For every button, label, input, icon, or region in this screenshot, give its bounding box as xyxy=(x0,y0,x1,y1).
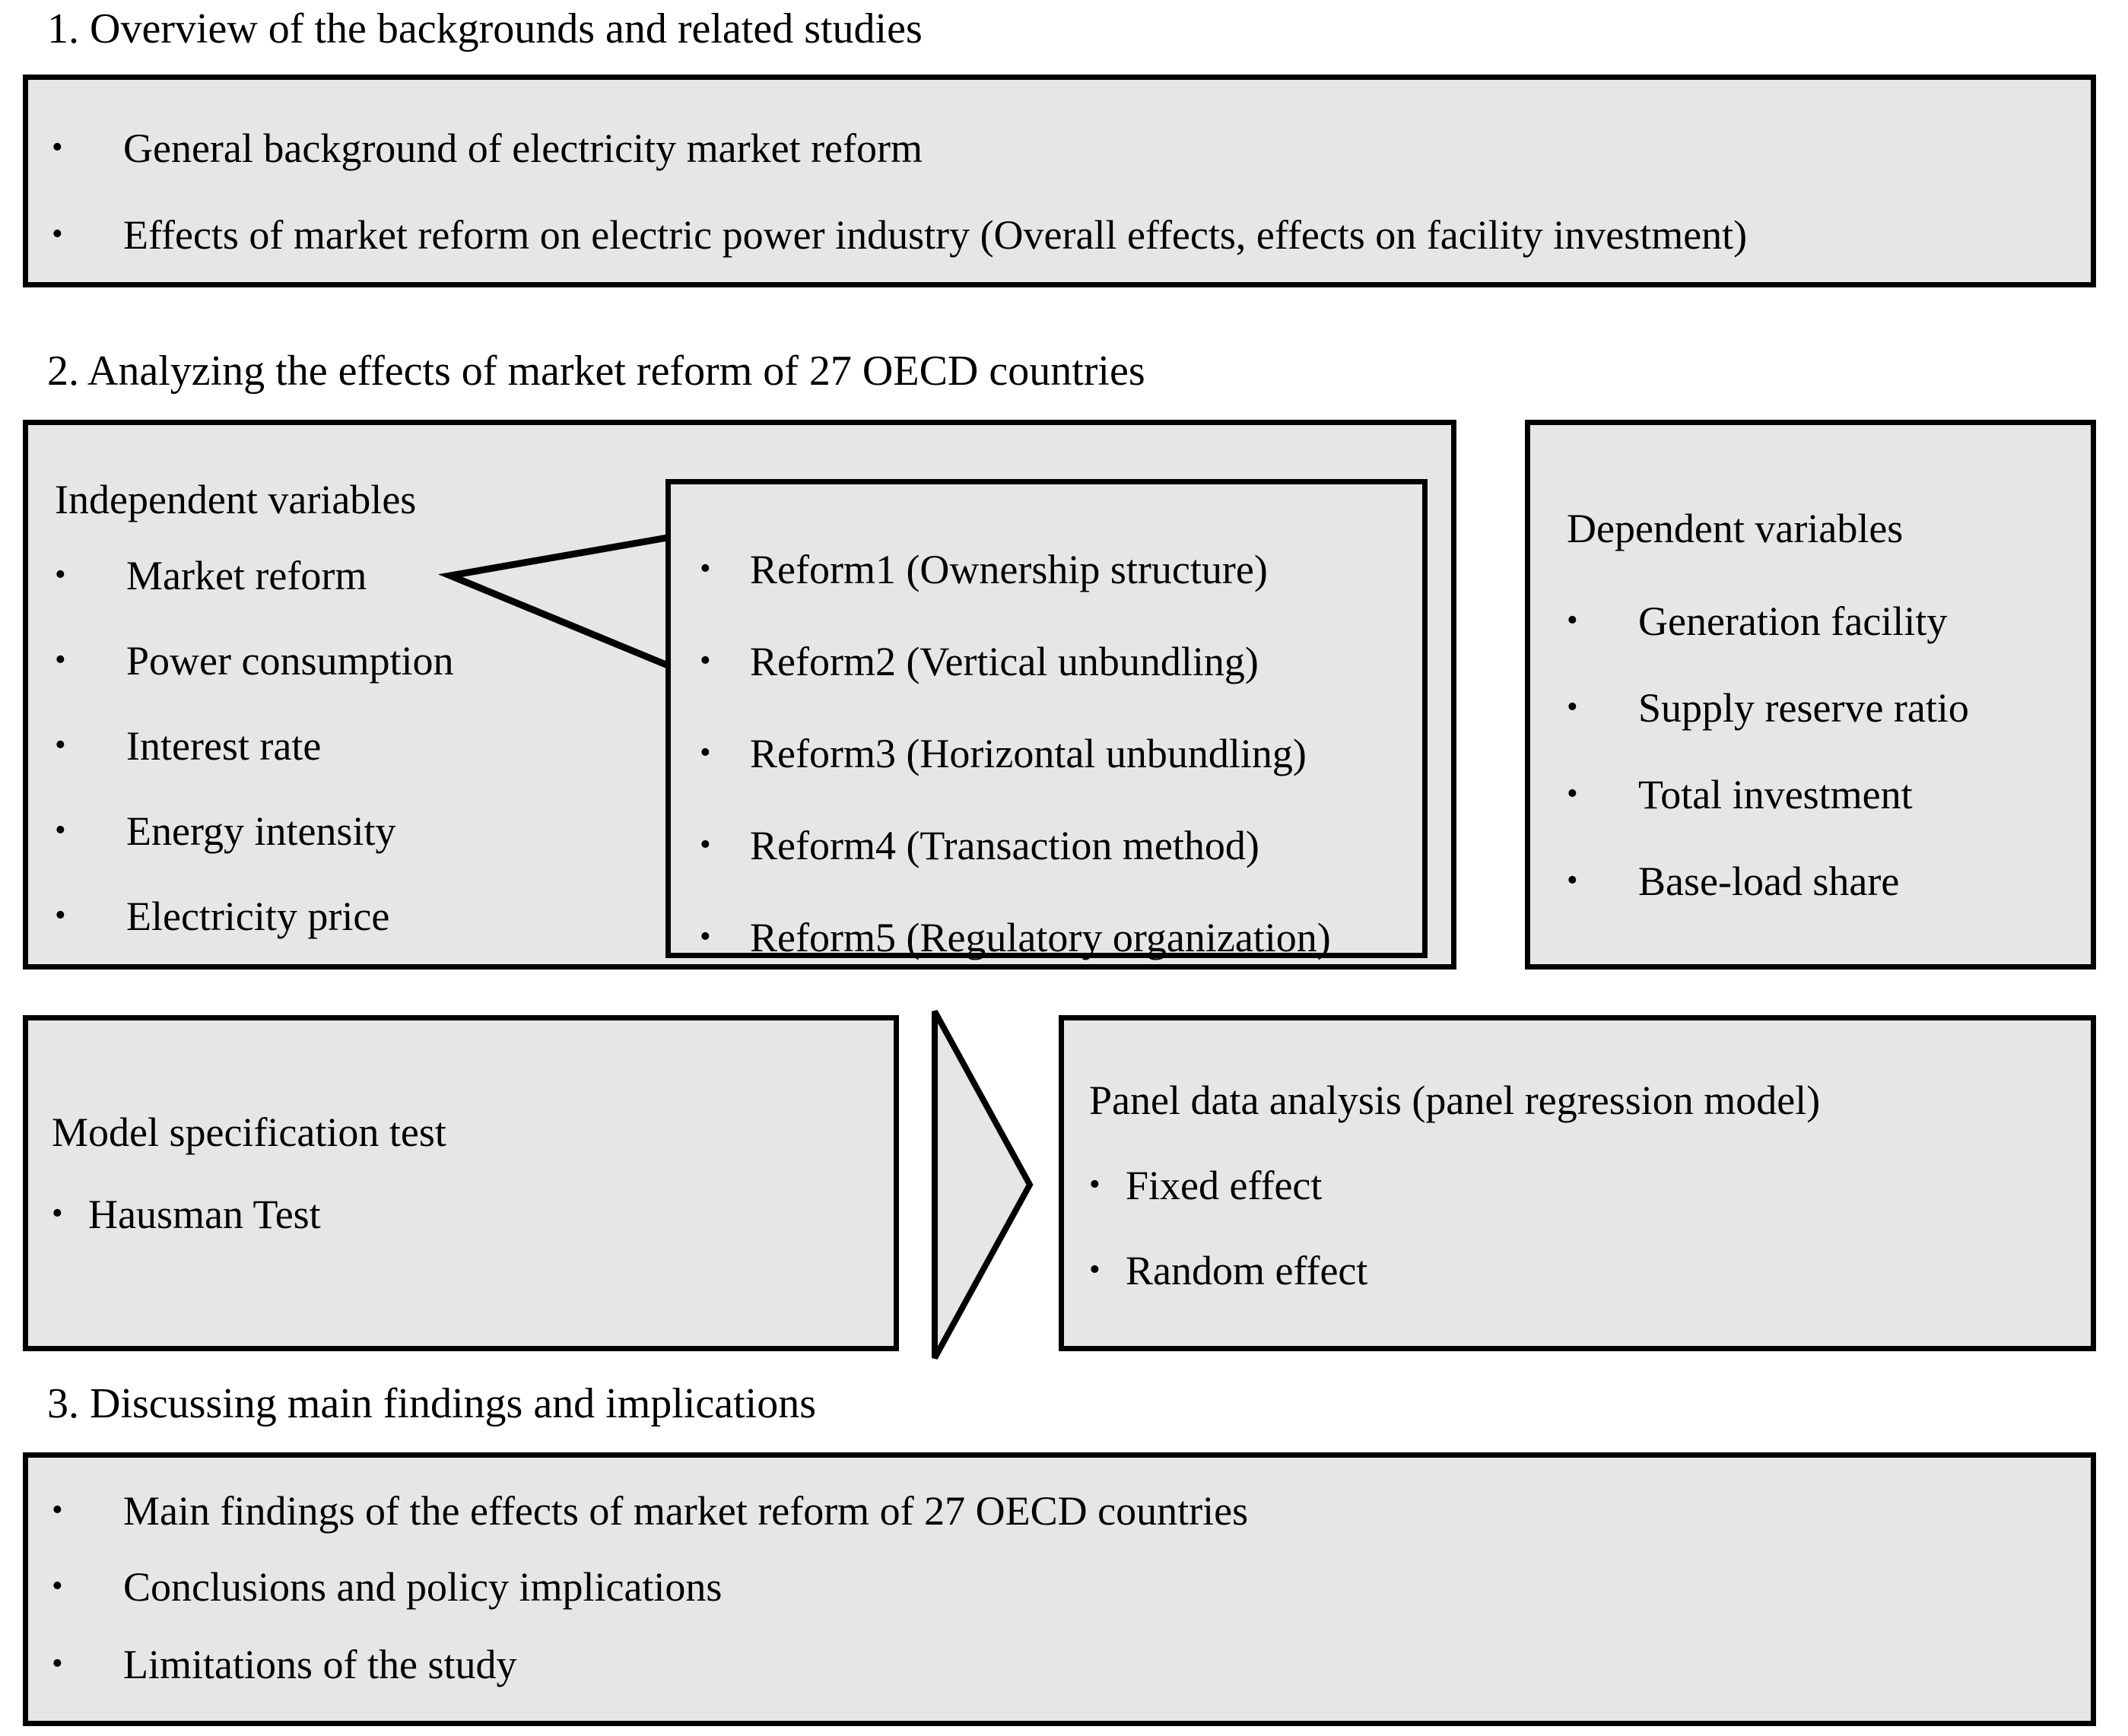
bullet-icon: • xyxy=(700,735,711,770)
list-item: • Effects of market reform on electric p… xyxy=(52,214,1747,255)
list-item: • General background of electricity mark… xyxy=(52,128,923,169)
list-item-label: Electricity price xyxy=(126,893,390,939)
list-item-label: Hausman Test xyxy=(88,1192,321,1237)
list-item-label: Reform4 (Transaction method) xyxy=(750,823,1259,868)
arrow-shape xyxy=(932,1010,1034,1360)
list-item: • Conclusions and policy implications xyxy=(52,1566,722,1607)
panel-data-analysis-panel xyxy=(1059,1015,2096,1351)
list-item-label: Main findings of the effects of market r… xyxy=(123,1488,1249,1534)
list-item-label: General background of electricity market… xyxy=(123,125,923,171)
bullet-icon: • xyxy=(52,1196,63,1231)
list-item-label: Energy intensity xyxy=(126,808,396,854)
list-item: • Total investment xyxy=(1567,774,1913,815)
bullet-icon: • xyxy=(55,813,66,848)
bullet-icon: • xyxy=(1089,1252,1101,1287)
bullet-icon: • xyxy=(700,643,711,678)
bullet-icon: • xyxy=(1567,603,1578,638)
section-1-title: 1. Overview of the backgrounds and relat… xyxy=(47,5,923,52)
bullet-icon: • xyxy=(55,898,66,933)
section-1-panel xyxy=(23,75,2096,287)
list-item: • Reform2 (Vertical unbundling) xyxy=(700,641,1259,682)
list-item: • Interest rate xyxy=(55,725,321,766)
panel-data-analysis-heading: Panel data analysis (panel regression mo… xyxy=(1089,1077,1821,1123)
list-item-label: Conclusions and policy implications xyxy=(123,1564,723,1610)
section-3-title: 3. Discussing main findings and implicat… xyxy=(47,1380,817,1427)
list-item: • Market reform xyxy=(55,555,367,596)
bullet-icon: • xyxy=(1567,863,1578,898)
list-item-label: Total investment xyxy=(1638,772,1913,817)
bullet-icon: • xyxy=(52,217,63,252)
dependent-variables-heading: Dependent variables xyxy=(1567,506,1904,551)
list-item-label: Limitations of the study xyxy=(123,1642,517,1687)
list-item-label: Reform2 (Vertical unbundling) xyxy=(750,639,1259,684)
bullet-icon: • xyxy=(700,551,711,586)
list-item-label: Base-load share xyxy=(1638,858,1900,904)
list-item-label: Reform5 (Regulatory organization) xyxy=(750,915,1331,960)
bullet-icon: • xyxy=(52,1493,63,1528)
bullet-icon: • xyxy=(55,728,66,763)
list-item: • Base-load share xyxy=(1567,861,1899,902)
bullet-icon: • xyxy=(52,130,63,165)
bullet-icon: • xyxy=(1567,690,1578,725)
list-item: • Electricity price xyxy=(55,896,389,937)
list-item-label: Random effect xyxy=(1126,1248,1368,1293)
list-item-label: Power consumption xyxy=(126,638,454,684)
bullet-icon: • xyxy=(55,557,66,592)
bullet-icon: • xyxy=(1567,776,1578,811)
list-item-label: Effects of market reform on electric pow… xyxy=(123,212,1748,258)
bullet-icon: • xyxy=(52,1646,63,1681)
section-2-title: 2. Analyzing the effects of market refor… xyxy=(47,348,1145,395)
list-item-label: Supply reserve ratio xyxy=(1638,685,1969,731)
list-item-label: Generation facility xyxy=(1638,598,1948,644)
list-item: • Limitations of the study xyxy=(52,1644,516,1685)
list-item: • Hausman Test xyxy=(52,1194,321,1235)
dependent-variables-panel xyxy=(1525,420,2096,970)
list-item: • Main findings of the effects of market… xyxy=(52,1490,1248,1531)
bullet-icon: • xyxy=(55,643,66,678)
bullet-icon: • xyxy=(700,919,711,954)
list-item: • Generation facility xyxy=(1567,601,1947,642)
bullet-icon: • xyxy=(700,827,711,862)
model-specification-test-panel xyxy=(23,1015,899,1351)
list-item: • Reform4 (Transaction method) xyxy=(700,825,1259,866)
list-item: • Reform1 (Ownership structure) xyxy=(700,549,1268,590)
model-specification-test-heading: Model specification test xyxy=(52,1109,446,1155)
independent-variables-heading: Independent variables xyxy=(55,477,417,522)
list-item: • Fixed effect xyxy=(1089,1165,1322,1206)
list-item: • Random effect xyxy=(1089,1250,1367,1291)
reform-list-panel xyxy=(665,479,1428,958)
list-item-label: Reform1 (Ownership structure) xyxy=(750,547,1268,592)
list-item-label: Market reform xyxy=(126,553,367,598)
bullet-icon: • xyxy=(52,1569,63,1604)
list-item: • Supply reserve ratio xyxy=(1567,687,1969,728)
list-item-label: Fixed effect xyxy=(1126,1163,1323,1208)
list-item-label: Interest rate xyxy=(126,723,322,769)
section-3-panel xyxy=(23,1452,2096,1726)
list-item: • Reform5 (Regulatory organization) xyxy=(700,917,1331,958)
list-item: • Reform3 (Horizontal unbundling) xyxy=(700,733,1307,774)
bullet-icon: • xyxy=(1089,1167,1101,1202)
list-item-label: Reform3 (Horizontal unbundling) xyxy=(750,731,1307,776)
list-item: • Energy intensity xyxy=(55,811,395,852)
list-item: • Power consumption xyxy=(55,640,453,681)
